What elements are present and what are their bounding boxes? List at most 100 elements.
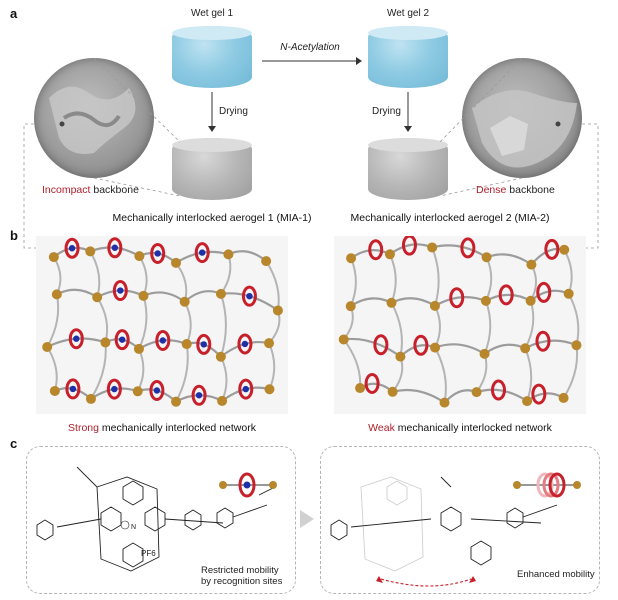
network-strand — [485, 293, 532, 302]
macrocycle-ring — [364, 372, 380, 394]
stopper-bead — [355, 383, 366, 394]
stopper-bead — [384, 249, 395, 260]
macrocycle-ring — [238, 378, 254, 400]
macrocycle-ring — [531, 383, 547, 405]
enhanced-structure-drawing — [330, 472, 581, 587]
restricted-structure-drawing: N — [36, 466, 277, 572]
stopper-bead — [264, 338, 275, 349]
dense-backbone-label: Dense backbone — [476, 184, 555, 196]
weak-network-caption: Weak mechanically interlocked network — [368, 422, 552, 434]
dense-zoom-image — [462, 58, 582, 178]
weak-network-panel — [334, 236, 586, 414]
network-strand — [486, 253, 533, 266]
macrocycle-ring — [106, 378, 122, 400]
stopper-bead — [42, 341, 53, 352]
stopper-bead — [525, 295, 536, 306]
wet-gel-2-image — [368, 26, 448, 88]
network-strand — [562, 345, 579, 399]
network-strand — [389, 253, 397, 304]
aerogel-1-image — [172, 138, 252, 200]
macrocycle-ring — [536, 281, 552, 303]
incompact-word: Incompact — [42, 184, 91, 196]
stopper-bead — [526, 259, 537, 270]
network-strand — [524, 347, 533, 402]
stopper-bead — [138, 290, 149, 301]
strong-network-caption: Strong mechanically interlocked network — [68, 422, 256, 434]
macrocycle-ring — [498, 284, 514, 306]
weak-network-illustration — [338, 236, 582, 408]
network-strand — [90, 342, 107, 400]
stopper-bead — [85, 246, 96, 257]
network-strand — [431, 247, 440, 307]
macrocycle-ring — [368, 239, 384, 261]
stopper-bead — [92, 292, 103, 303]
network-strand — [524, 300, 535, 349]
stopper-bead — [429, 300, 440, 311]
restricted-note: Restricted mobility by recognition sites — [201, 565, 282, 587]
network-strand — [567, 293, 580, 346]
stopper-bead — [479, 348, 490, 359]
stopper-bead — [563, 288, 574, 299]
drying-right-label: Drying — [372, 106, 401, 117]
stopper-bead — [264, 384, 275, 395]
macrocycle-ring — [194, 242, 210, 264]
rotaxane-enhanced-panel: Enhanced mobility — [320, 446, 600, 594]
network-strand — [136, 348, 145, 392]
stopper-bead — [217, 395, 228, 406]
strong-network-illustration — [42, 237, 283, 407]
stopper-bead — [133, 343, 144, 354]
network-strand — [434, 305, 441, 349]
stopper-bead — [430, 342, 441, 353]
drying-left-label: Drying — [219, 106, 248, 117]
macrocycle-ring — [460, 237, 476, 259]
enhanced-note: Enhanced mobility — [517, 569, 595, 580]
stopper-bead — [522, 396, 533, 407]
network-strand — [219, 356, 228, 402]
recognition-site — [73, 335, 80, 342]
recognition-site — [111, 385, 118, 393]
macrocycle-ring — [196, 333, 212, 355]
restricted-note-line-1: Restricted mobility — [201, 565, 279, 576]
macrocycle-ring — [114, 329, 130, 351]
stopper-bead — [480, 295, 491, 306]
network-strand — [349, 257, 357, 307]
aerogel-2-caption: Mechanically interlocked aerogel 2 (MIA-… — [350, 212, 550, 224]
stopper-bead — [481, 252, 492, 263]
network-strand — [56, 288, 98, 299]
recognition-site — [200, 341, 207, 348]
drying-arrow-left — [208, 92, 216, 132]
strong-word: Strong — [68, 422, 99, 434]
stopper-bead — [181, 339, 192, 350]
stopper-bead — [261, 256, 272, 267]
network-strand — [342, 338, 362, 389]
network-strand — [138, 255, 148, 297]
stopper-bead — [85, 393, 96, 404]
stopper-bead — [338, 334, 349, 345]
macrocycle-ring — [237, 333, 253, 355]
stopper-bead — [134, 251, 145, 262]
stopper-bead — [272, 305, 283, 316]
reaction-arrow — [262, 57, 362, 65]
network-strand — [391, 297, 436, 307]
network-strand — [434, 347, 447, 403]
recognition-site — [69, 385, 77, 393]
recognition-site — [111, 244, 119, 251]
stopper-bead — [49, 385, 60, 396]
network-strand — [183, 290, 222, 303]
zoom-guide-lines — [23, 57, 599, 249]
stopper-bead — [345, 301, 356, 312]
network-strand — [268, 342, 276, 390]
stopper-bead — [395, 351, 406, 362]
stopper-bead — [100, 337, 111, 348]
strong-rest: mechanically interlocked network — [98, 422, 256, 434]
macrocycle-ring — [373, 334, 389, 356]
incompact-zoom-image — [34, 58, 154, 178]
aerogel-2-image — [368, 138, 448, 200]
stopper-bead — [559, 244, 570, 255]
stopper-bead — [427, 242, 438, 253]
dense-rest: backbone — [506, 184, 555, 196]
recognition-site — [246, 292, 253, 300]
recognition-site — [195, 392, 203, 399]
stopper-bead — [387, 386, 398, 397]
macrocycle-ring — [149, 379, 165, 401]
